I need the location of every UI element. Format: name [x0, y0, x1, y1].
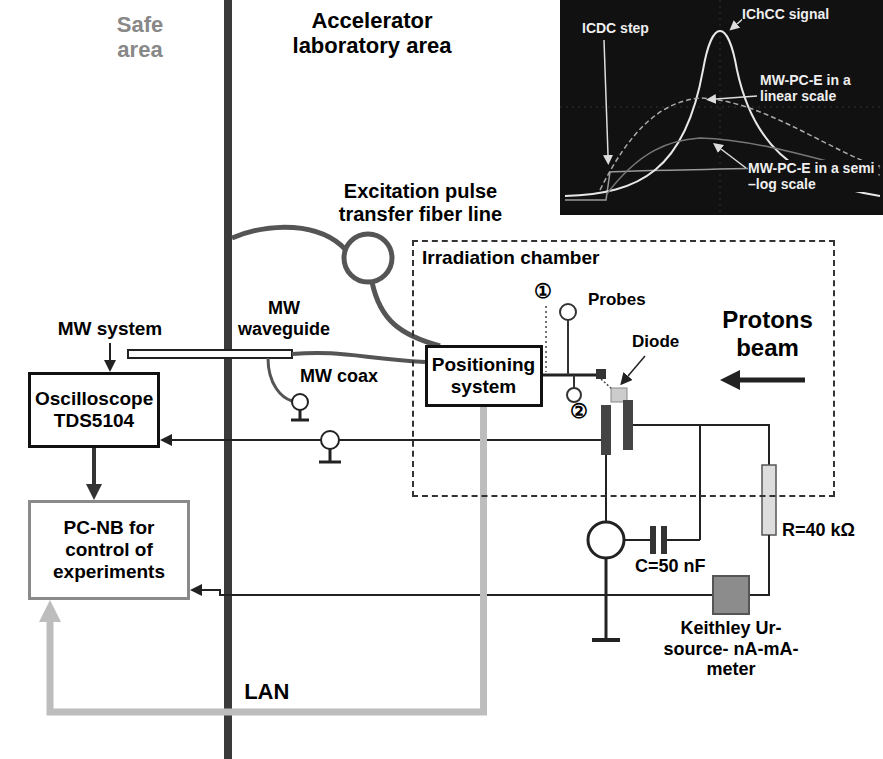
annotation: MW-PC-E in a semi –log scale	[748, 160, 878, 192]
instrument-box: Oscilloscope TDS5104	[28, 372, 160, 448]
beam-label: Protons beam	[705, 306, 830, 361]
callout-number: ①	[534, 280, 560, 303]
probe	[567, 320, 569, 375]
ichcc-trace	[565, 31, 880, 196]
part-label: Excitation pulse transfer fiber line	[318, 180, 523, 226]
coax-connector	[321, 431, 339, 449]
leader-line	[604, 40, 608, 155]
scope-screen	[560, 0, 883, 215]
area-label: Accelerator laboratory area	[272, 8, 472, 59]
wire	[624, 539, 650, 541]
connector-arrow	[92, 448, 96, 484]
diode-sample	[611, 388, 627, 402]
computer-box: PC-NB for control of experiments	[28, 500, 190, 600]
process-box: Positioning system	[425, 345, 543, 407]
coax-connector	[292, 394, 308, 410]
coax-connector	[319, 461, 341, 464]
shield-wall	[224, 0, 232, 759]
fiber-loop	[344, 234, 392, 282]
capacitor-symbol	[650, 526, 656, 554]
fiber-line	[372, 282, 440, 346]
component-value: C=50 nF	[635, 556, 725, 577]
wire	[605, 455, 607, 522]
part-label: Probes	[588, 290, 658, 310]
part-label: Diode	[632, 332, 692, 352]
probe-tip	[596, 369, 606, 379]
chamber-region: Positioning system Irradiation chamber	[412, 240, 835, 497]
scope-grid	[720, 0, 721, 215]
meter-box: Keithley Ur-source- nA-mA- meter	[712, 575, 750, 615]
box-label: Positioning system	[432, 354, 536, 398]
dotted-leader	[545, 306, 547, 372]
resistor-symbol	[762, 465, 776, 535]
probe	[567, 388, 581, 402]
coax-connector	[291, 419, 309, 422]
mw-coax	[268, 358, 292, 401]
callout-number: ②	[570, 400, 596, 423]
leader-line	[628, 356, 645, 376]
box-label: PC-NB for control of experiments	[35, 517, 183, 583]
signal-arrow	[109, 343, 111, 360]
beam-arrow	[740, 378, 805, 383]
mw-coax	[292, 353, 425, 362]
part-label: MW waveguide	[234, 298, 334, 339]
electrode	[623, 400, 633, 450]
edge-label: LAN	[241, 679, 292, 704]
electrode	[601, 405, 611, 455]
signal-line	[172, 439, 601, 441]
area-label: Safe area	[95, 12, 185, 63]
wire	[699, 425, 701, 540]
leader-line	[716, 96, 757, 99]
annotation: IChCC signal	[742, 6, 854, 22]
probe-arm	[543, 374, 600, 377]
capacitor-symbol	[661, 526, 667, 554]
probe	[560, 304, 576, 320]
connector-arrow	[202, 590, 712, 595]
probe	[573, 375, 575, 388]
box-label: Keithley Ur-source- nA-mA- meter	[664, 618, 799, 680]
scope-grid	[560, 107, 883, 108]
leader-line	[721, 149, 746, 168]
region-heading: Irradiation chamber	[422, 247, 825, 269]
waveguide	[128, 350, 292, 358]
annotation: ICDC step	[582, 20, 662, 36]
part-label: MW system	[50, 318, 170, 340]
fiber-line	[232, 227, 346, 250]
wire	[667, 539, 700, 541]
semilog-trace	[606, 138, 880, 195]
wire	[750, 535, 769, 595]
ground-symbol	[592, 638, 620, 642]
ground-wire	[605, 558, 608, 640]
box-label: Oscilloscope TDS5104	[35, 388, 153, 432]
coax-connector	[329, 449, 332, 462]
part-label: MW coax	[300, 366, 400, 387]
annotation: MW-PC-E in a linear scale	[760, 72, 876, 104]
component-value: R=40 kΩ	[782, 520, 877, 541]
coax-connector	[588, 522, 624, 558]
